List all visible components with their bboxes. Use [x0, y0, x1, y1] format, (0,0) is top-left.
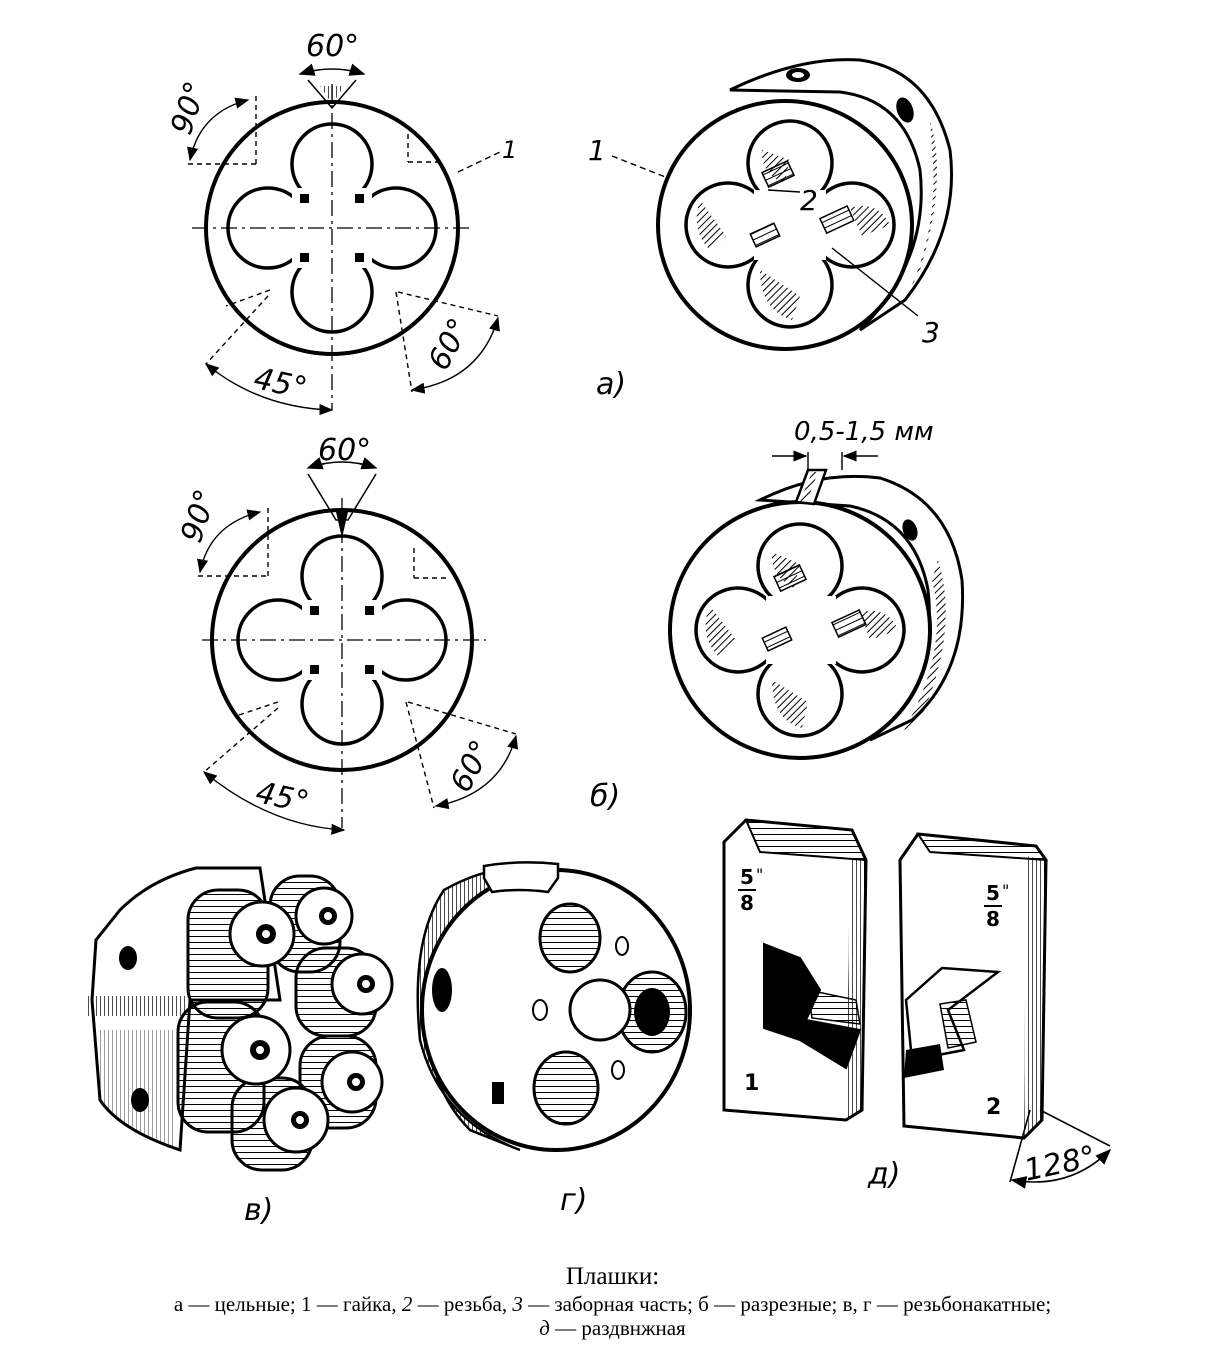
- gap-dimension: 0,5-1,5 мм: [794, 417, 934, 447]
- angle-b-bottom-left: 45°: [253, 775, 312, 820]
- half-number-2: 2: [986, 1095, 1001, 1120]
- callout-a-iso-2: 2: [800, 184, 818, 217]
- svg-text:5: 5: [740, 865, 754, 889]
- angle-a-left: 90°: [164, 77, 214, 138]
- angle-a-bottom-right: 60°: [422, 313, 478, 376]
- size-mark-right: 5 8 ": [984, 881, 1009, 931]
- panel-label-b: б): [590, 779, 620, 814]
- caption-line-1: а — цельные; 1 — гайка, 2 — резьба, 3 — …: [173, 1292, 1052, 1316]
- half-number-1: 1: [744, 1071, 759, 1096]
- die-v-roller-head: в): [88, 866, 394, 1228]
- svg-text:8: 8: [986, 907, 1000, 931]
- panel-label-a: а): [596, 367, 626, 402]
- die-a-front-view: 60° 90° 45° 60° 1: [164, 29, 517, 416]
- callout-a-iso-1: 1: [588, 134, 606, 167]
- caption-line-2: д — раздвнжная: [539, 1316, 686, 1340]
- size-mark-left: 5 8 ": [738, 865, 763, 915]
- svg-text:": ": [1002, 881, 1009, 900]
- panel-label-g: г): [560, 1183, 587, 1218]
- die-b-isometric-view: 0,5-1,5 мм б): [590, 417, 965, 814]
- callout-a-iso-3: 3: [922, 316, 940, 349]
- die-g-round-die: г): [416, 861, 692, 1218]
- die-b-front-view: 60° 90° 45° 60°: [174, 433, 519, 835]
- panel-label-v: в): [244, 1193, 273, 1228]
- angle-a-bottom-left: 45°: [251, 361, 310, 406]
- angle-b-top: 60°: [318, 433, 371, 468]
- svg-text:": ": [756, 865, 763, 884]
- svg-text:8: 8: [740, 891, 754, 915]
- angle-a-top: 60°: [306, 29, 359, 64]
- svg-text:5: 5: [986, 881, 1000, 905]
- angle-b-bottom-right: 60°: [444, 735, 500, 798]
- die-a-isometric-view: 1 2 3 а): [588, 58, 954, 402]
- angle-d: 128°: [1021, 1139, 1099, 1188]
- caption-title: Плашки:: [565, 1263, 660, 1290]
- callout-a-front-1: 1: [502, 136, 517, 164]
- figure-caption: Плашки: а — цельные; 1 — гайка, 2 — резь…: [0, 1262, 1225, 1340]
- dies-illustration: 60° 90° 45° 60° 1: [88, 29, 1112, 1228]
- panel-label-d: д): [867, 1157, 900, 1192]
- die-d-sliding-halves: 5 8 " 5 8 " 1 2 128° д): [722, 818, 1112, 1192]
